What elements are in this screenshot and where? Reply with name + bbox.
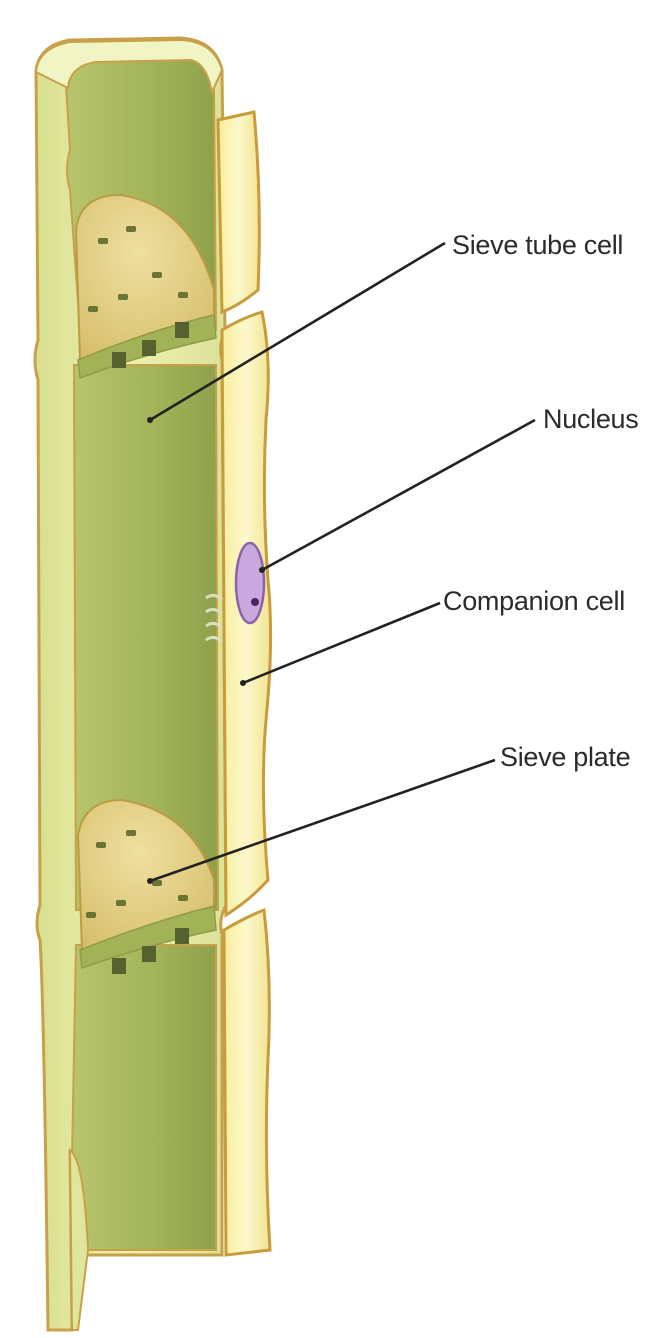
nucleus-shape xyxy=(236,543,264,623)
leader-companion-cell xyxy=(243,603,440,683)
label-nucleus: Nucleus xyxy=(543,404,638,434)
label-companion-cell: Companion cell xyxy=(443,586,625,616)
companion-cell-top xyxy=(218,112,259,312)
nucleolus xyxy=(251,598,259,606)
label-sieve-plate: Sieve plate xyxy=(500,742,630,772)
leader-nucleus xyxy=(262,420,535,570)
label-sieve-tube-cell: Sieve tube cell xyxy=(452,230,623,260)
sieve-tube-inner-lower xyxy=(72,945,216,1250)
companion-cell-bottom xyxy=(224,910,270,1255)
